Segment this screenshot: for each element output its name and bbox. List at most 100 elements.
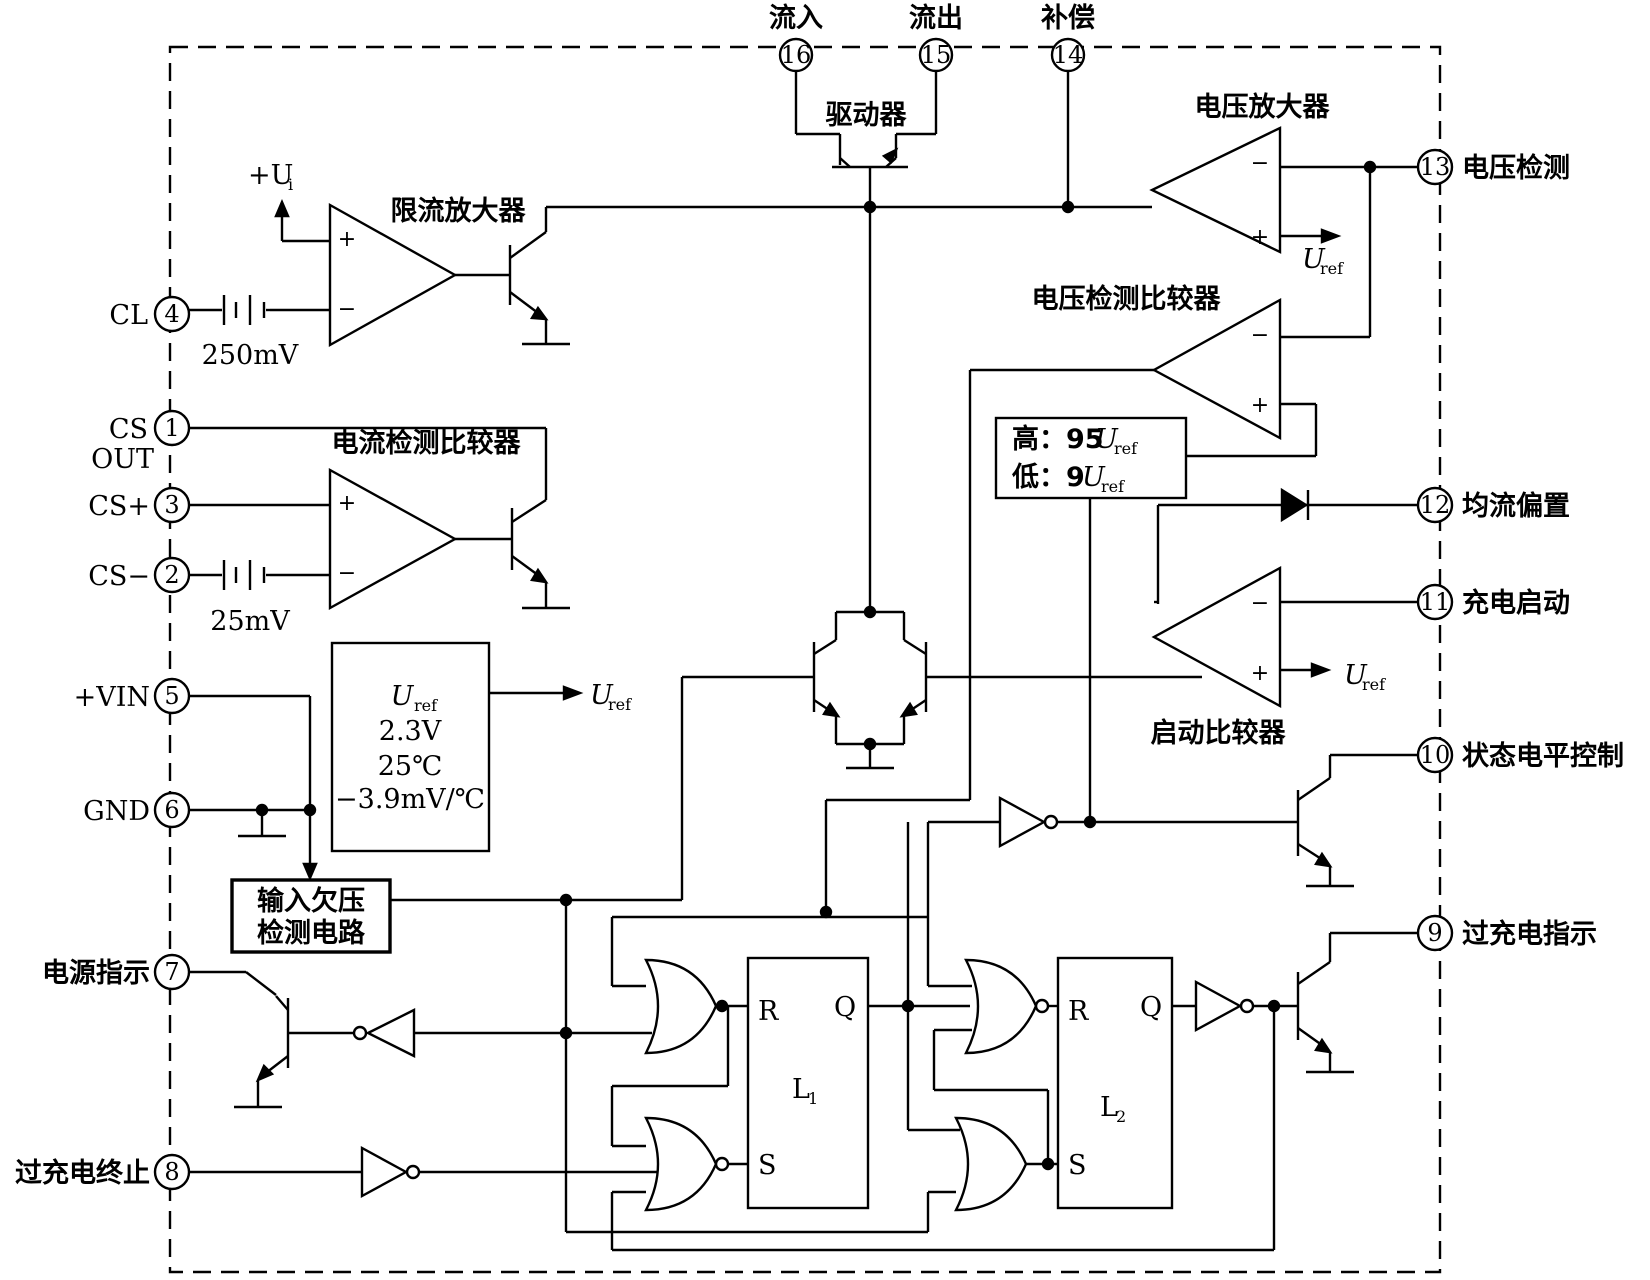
pin-4-label: CL xyxy=(109,300,148,331)
svg-text:11: 11 xyxy=(1420,588,1451,616)
svg-text:+U: +U xyxy=(248,160,293,191)
uvlo-block: 输入欠压 检测电路 xyxy=(230,878,392,954)
current-compare-label: 电流检测比较器 xyxy=(332,427,522,459)
svg-text:ref: ref xyxy=(1362,675,1386,694)
svg-text:U: U xyxy=(1302,244,1326,275)
svg-text:−: − xyxy=(1251,323,1269,348)
svg-text:−: − xyxy=(1251,591,1269,616)
svg-text:S: S xyxy=(758,1150,777,1181)
power-indicator-driver xyxy=(189,970,573,1109)
pin-12: 12 均流偏置 xyxy=(1416,486,1570,524)
svg-text:ref: ref xyxy=(414,696,438,715)
svg-text:−: − xyxy=(338,297,356,322)
pin-9: 9 过充电指示 xyxy=(1416,914,1597,952)
cs-offset-source: 25mV xyxy=(189,560,290,637)
pin-3-label: CS+ xyxy=(88,491,150,522)
svg-text:2: 2 xyxy=(1116,1107,1126,1126)
start-compare-label: 启动比较器 xyxy=(1151,717,1287,749)
current-limit-transistor xyxy=(455,207,570,346)
voltage-amp-label: 电压放大器 xyxy=(1195,91,1331,123)
pin-10: 10 状态电平控制 xyxy=(1416,736,1624,774)
pin-1: 1 CS OUT xyxy=(91,409,191,475)
status-level-driver xyxy=(926,753,1418,917)
svg-text:+: + xyxy=(338,227,356,252)
start-comparator: − + U ref 启动比较器 xyxy=(1151,505,1418,749)
latch-l1: R S Q L 1 xyxy=(746,956,870,1210)
svg-text:15: 15 xyxy=(921,41,952,69)
svg-text:i: i xyxy=(288,175,293,194)
pin-4: 4 CL xyxy=(109,295,191,333)
svg-text:U: U xyxy=(590,680,614,711)
current-balance-diode xyxy=(1158,487,1418,523)
pin-16: 16 流入 xyxy=(769,3,823,73)
hysteresis-box: 高：95 U ref 低：9 U ref xyxy=(994,416,1188,500)
svg-text:U: U xyxy=(1082,462,1106,493)
pin-11: 11 充电启动 xyxy=(1416,583,1570,621)
svg-text:2: 2 xyxy=(164,561,179,589)
nor-gate-2-upper xyxy=(964,958,1050,1055)
voltage-amplifier: − + U ref 电压放大器 xyxy=(1149,91,1418,278)
nor-gate-2-lower xyxy=(954,1116,1055,1212)
svg-text:Q: Q xyxy=(834,992,856,1023)
pin-1-label-out: OUT xyxy=(91,444,154,475)
svg-text:低：9: 低：9 xyxy=(1011,462,1085,493)
pin-14-label: 补偿 xyxy=(1041,3,1095,34)
overcharge-indicator-driver xyxy=(1296,931,1418,1074)
pin-14: 14 补偿 xyxy=(1041,3,1095,73)
pin-5: 5 +VIN xyxy=(74,677,191,715)
svg-text:5: 5 xyxy=(164,682,179,710)
overcharge-term-input xyxy=(189,1145,660,1199)
pin-7-label: 电源指示 xyxy=(42,958,150,989)
svg-text:+: + xyxy=(338,491,356,516)
svg-text:10: 10 xyxy=(1420,741,1451,769)
svg-text:9: 9 xyxy=(1427,919,1442,947)
pin-8: 8 过充电终止 xyxy=(15,1153,191,1191)
svg-text:U: U xyxy=(1095,424,1119,455)
svg-text:R: R xyxy=(1068,996,1089,1027)
differential-pair xyxy=(680,207,1202,900)
pin-16-label: 流入 xyxy=(769,3,823,34)
svg-text:高：95: 高：95 xyxy=(1012,423,1104,455)
svg-text:7: 7 xyxy=(164,958,179,986)
svg-text:ref: ref xyxy=(608,695,632,714)
pin-7: 7 电源指示 xyxy=(42,953,191,991)
svg-text:L: L xyxy=(792,1074,810,1105)
svg-text:输入欠压: 输入欠压 xyxy=(257,885,365,917)
svg-text:250mV: 250mV xyxy=(202,340,299,371)
reference-block: U ref 2.3V 25℃ −3.9mV/℃ U ref xyxy=(330,641,632,853)
svg-text:+: + xyxy=(1251,661,1269,686)
svg-text:ref: ref xyxy=(1114,439,1138,458)
svg-text:16: 16 xyxy=(781,41,812,69)
svg-text:3: 3 xyxy=(164,491,179,519)
current-limit-amplifier: + − +U i 限流放大器 xyxy=(248,160,526,348)
svg-text:U: U xyxy=(391,681,415,712)
driver-label: 驱动器 xyxy=(826,100,908,131)
current-detect-transistor xyxy=(189,426,570,610)
svg-text:−: − xyxy=(1251,151,1269,176)
pin-13: 13 电压检测 xyxy=(1416,148,1570,186)
nor-gate-1-lower xyxy=(644,1116,730,1212)
svg-text:R: R xyxy=(758,996,779,1027)
pin-12-label: 均流偏置 xyxy=(1462,491,1570,522)
svg-text:25mV: 25mV xyxy=(210,606,290,637)
svg-text:L: L xyxy=(1100,1092,1118,1123)
svg-text:检测电路: 检测电路 xyxy=(257,917,366,949)
pin-8-label: 过充电终止 xyxy=(15,1157,150,1189)
pin-6: 6 GND xyxy=(83,791,191,829)
svg-text:Q: Q xyxy=(1140,992,1162,1023)
current-detect-comparator: + − 电流检测比较器 xyxy=(189,427,522,611)
nor-gate-1-upper xyxy=(644,958,729,1055)
svg-text:U: U xyxy=(1344,660,1368,691)
pin-6-label: GND xyxy=(83,796,150,827)
svg-text:25℃: 25℃ xyxy=(378,751,443,782)
pin-3: 3 CS+ xyxy=(88,486,191,524)
driver-transistor: 驱动器 xyxy=(794,71,938,207)
pin-5-label: +VIN xyxy=(74,682,150,713)
pin-10-label: 状态电平控制 xyxy=(1462,741,1624,772)
svg-text:4: 4 xyxy=(164,300,179,328)
svg-text:−3.9mV/℃: −3.9mV/℃ xyxy=(335,784,485,815)
svg-text:2.3V: 2.3V xyxy=(379,716,442,747)
svg-text:+: + xyxy=(1251,225,1269,250)
voltage-detect-comparator: − + 电压检测比较器 xyxy=(1032,167,1372,458)
pin-11-label: 充电启动 xyxy=(1462,587,1570,619)
